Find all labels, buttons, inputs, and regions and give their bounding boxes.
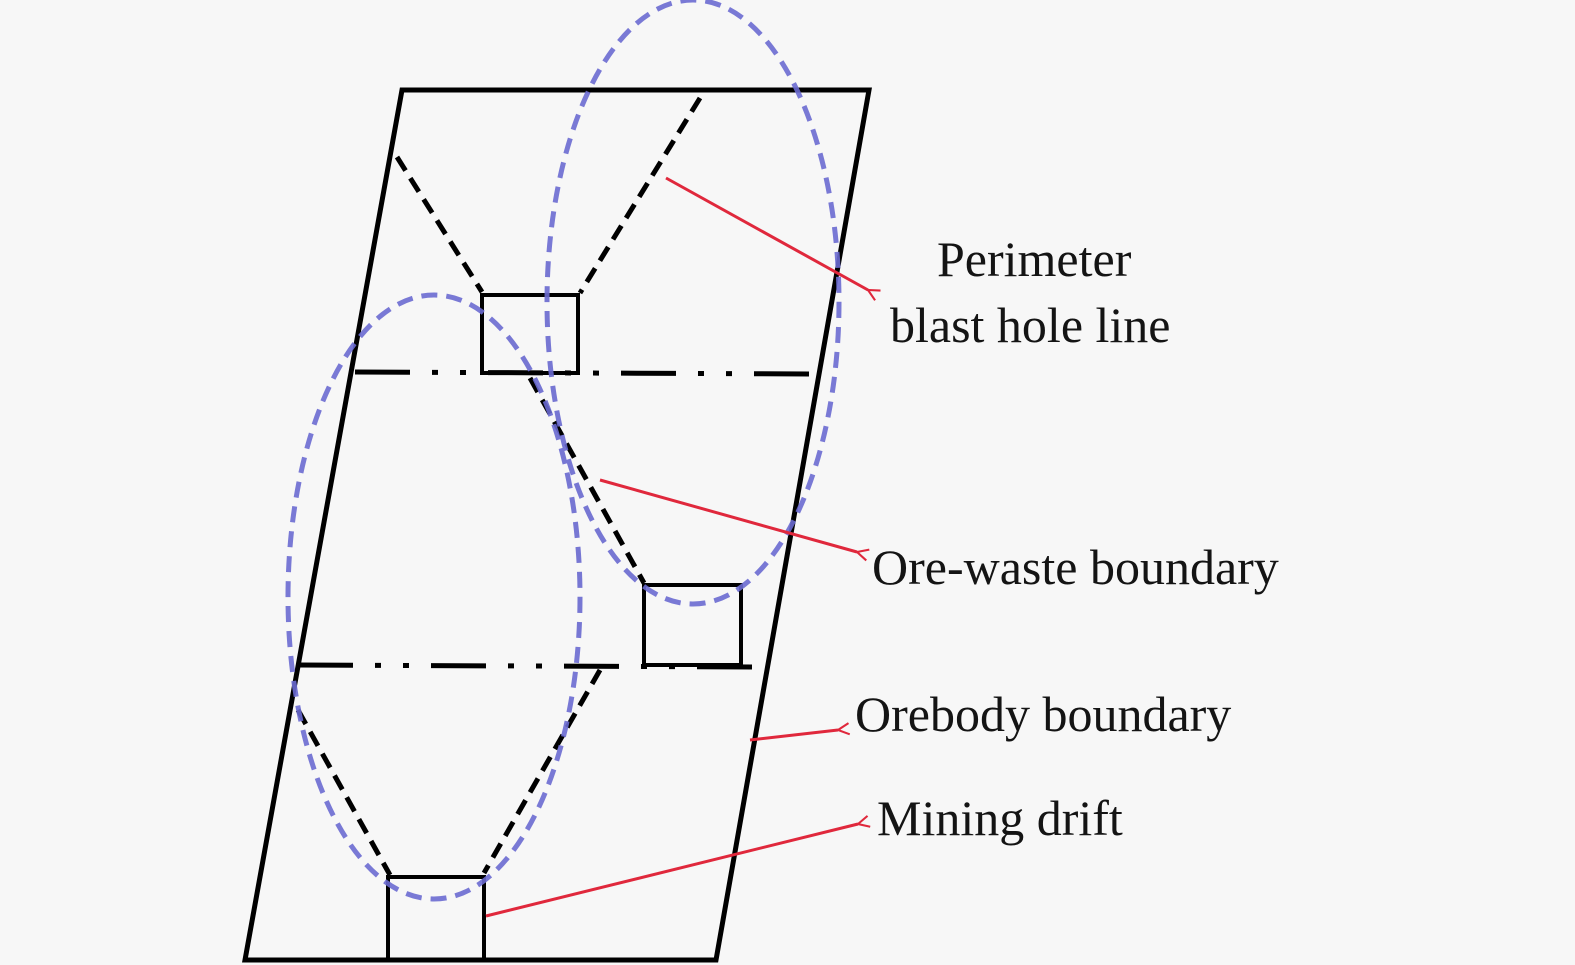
draw-ellipse-lower [285, 292, 583, 902]
annotation-arrows [485, 176, 868, 918]
upper-level-line [354, 369, 811, 377]
blast-hole-line-bottom-left [295, 708, 393, 877]
blast-hole-line-bottom-right [481, 668, 603, 875]
label-mining-drift: Mining drift [877, 790, 1123, 846]
arrow-mining-drift [485, 824, 858, 918]
label-ore-waste-boundary: Ore-waste boundary [872, 539, 1279, 595]
label-orebody-boundary: Orebody boundary [855, 686, 1231, 742]
blast-hole-line-top-left [394, 155, 485, 294]
arrow-orebody [749, 730, 838, 742]
arrow-ore-waste [599, 478, 857, 552]
lower-level-line [297, 662, 761, 670]
draw-ellipse-upper [544, 0, 842, 607]
blast-hole-lines [295, 96, 703, 877]
arrow-perimeter [665, 176, 868, 290]
blast-hole-line-top-right [577, 96, 703, 295]
draw-ellipses [285, 0, 842, 902]
orebody-outline [242, 87, 872, 963]
label-perimeter-line1: Perimeter [937, 231, 1132, 287]
mining-drift-bottom [386, 875, 486, 962]
label-perimeter-line2: blast hole line [890, 297, 1171, 353]
mining-drift-top [480, 293, 580, 375]
mining-drift-middle [642, 583, 743, 667]
